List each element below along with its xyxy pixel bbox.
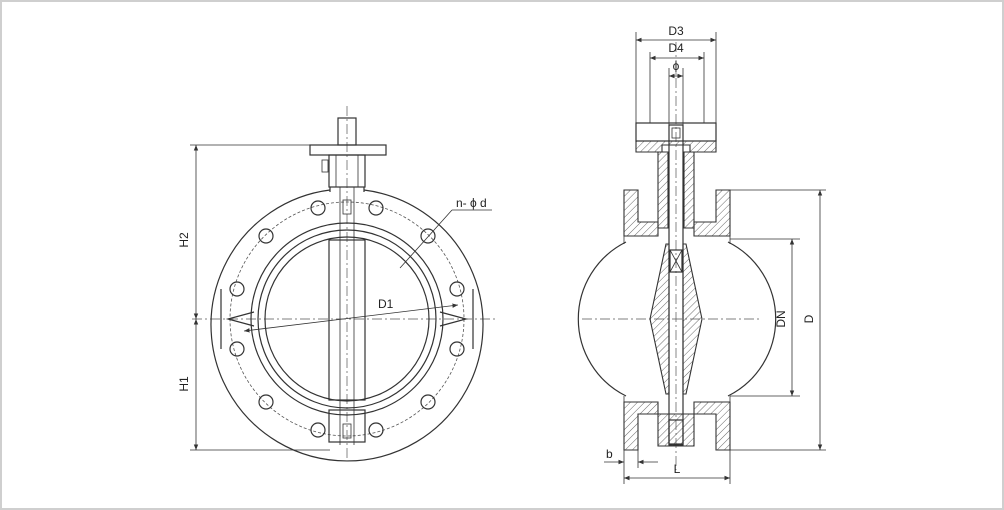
bolt-hole: [368, 200, 384, 216]
upper-left-body: [623, 189, 659, 237]
bolt-hole: [258, 394, 274, 410]
lower-right-body: [693, 401, 731, 451]
top-mounting-plate: [309, 144, 387, 156]
bottom-boss: [328, 409, 366, 443]
stem-bottom: [668, 419, 684, 445]
bolt-hole: [258, 228, 274, 244]
d4-label: D4: [668, 41, 684, 55]
neck-lug: [321, 159, 329, 173]
b-label: b: [606, 447, 613, 461]
bolt-hole: [449, 281, 465, 297]
bolt-hole: [310, 422, 326, 438]
neck-right-wall: [683, 151, 695, 229]
n-phi-d-label: n- ϕ d: [456, 196, 487, 210]
lower-left-body: [623, 401, 659, 451]
d1-label: D1: [378, 297, 394, 311]
neck: [328, 154, 366, 188]
disc-right-section: [682, 243, 703, 395]
front-view: D1 n- ϕ d H2 H1: [177, 106, 497, 462]
bolt-hole: [420, 394, 436, 410]
d3-label: D3: [668, 24, 684, 38]
l-label: L: [674, 462, 681, 476]
bolt-hole: [449, 341, 465, 357]
h1-label: H1: [177, 376, 191, 392]
stem-coupling: [669, 249, 683, 273]
d-label: D: [802, 314, 816, 323]
side-view: D3 D4 ϕ DN D b L: [577, 24, 826, 484]
bolt-hole: [420, 228, 436, 244]
phi-label: ϕ: [673, 59, 680, 73]
bolt-hole: [229, 341, 245, 357]
stem-top: [337, 117, 357, 146]
upper-right-body: [693, 189, 731, 237]
neck-left-wall: [657, 151, 669, 229]
bolt-holes: [229, 200, 465, 438]
top-flange-section: [635, 140, 717, 153]
dn-label: DN: [774, 310, 788, 327]
d1-dimension-line: [243, 303, 459, 333]
disc-left-section: [649, 243, 670, 395]
bolt-hole: [229, 281, 245, 297]
bottom-boss-section: [657, 413, 695, 447]
h2-label: H2: [177, 232, 191, 248]
bolt-hole-leader: [399, 209, 453, 269]
bolt-hole: [368, 422, 384, 438]
flange-outer-edge: [210, 189, 484, 462]
bolt-hole: [310, 200, 326, 216]
disc-outline-right: [727, 241, 777, 397]
disc-outline-left: [577, 241, 627, 397]
